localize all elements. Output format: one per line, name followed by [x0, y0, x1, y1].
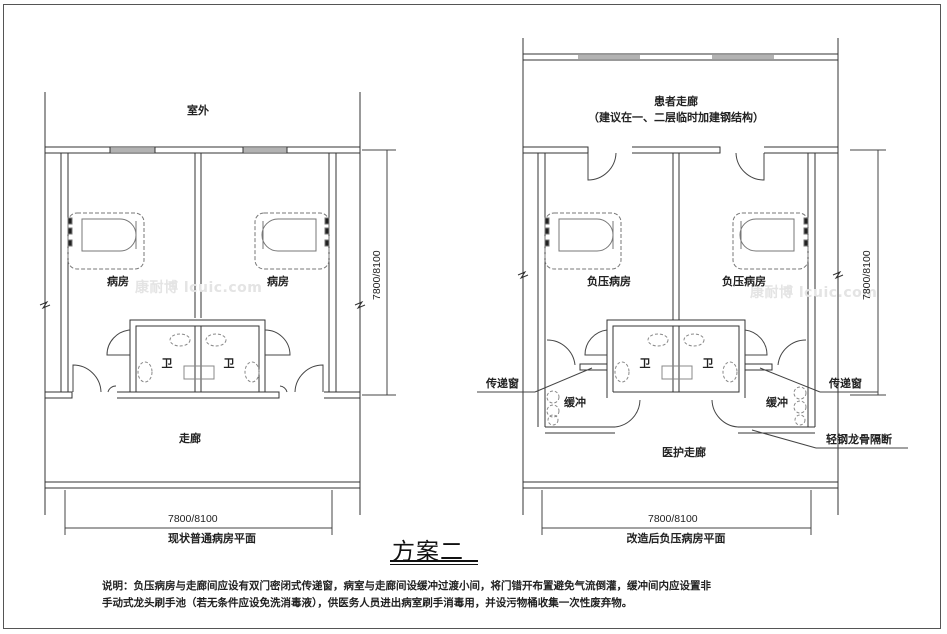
label-patient-corridor-note: （建议在一、二层临时加建钢结构） — [588, 111, 764, 124]
caption-right-plan: 改造后负压病房平面 — [626, 532, 726, 545]
label-bath-left-new: 卫 — [639, 357, 651, 370]
label-buffer-left: 缓冲 — [564, 396, 586, 409]
label-neg-ward-left: 负压病房 — [587, 275, 631, 288]
left-plan-beds — [67, 212, 330, 270]
right-plan-doors — [546, 152, 807, 428]
label-buffer-right: 缓冲 — [766, 396, 788, 409]
label-patient-corridor: 患者走廊 — [654, 95, 698, 108]
watermark-right: 康耐博 lcuic.com — [750, 285, 878, 301]
description-note: 说明：负压病房与走廊间应设有双门密闭式传递窗，病室与走廊间设缓冲过渡小间，将门错… — [102, 578, 882, 612]
right-plan-leaders — [477, 367, 908, 449]
label-bath-left: 卫 — [161, 357, 173, 370]
label-outside: 室外 — [187, 104, 209, 117]
label-partition: 轻钢龙骨隔断 — [826, 433, 892, 446]
dim-horizontal-right: 7800/8100 — [648, 513, 698, 525]
title-underline-2 — [390, 564, 478, 565]
label-ward-right: 病房 — [267, 275, 289, 288]
left-plan-walls — [39, 92, 366, 515]
dim-vertical-left: 7800/8100 — [371, 250, 383, 300]
label-neg-ward-right: 负压病房 — [722, 275, 766, 288]
note-line-1: 说明：负压病房与走廊间应设有双门密闭式传递窗，病室与走廊间设缓冲过渡小间，将门错… — [102, 580, 711, 592]
note-line-2: 手动式龙头刷手池（若无条件应设免洗消毒液），供医务人员进出病室刷手消毒用，并设污… — [102, 597, 633, 609]
label-pass-window-right: 传递窗 — [829, 377, 862, 390]
dim-vertical-right: 7800/8100 — [861, 250, 873, 300]
label-medical-corridor: 医护走廊 — [662, 446, 706, 459]
left-plan-doors — [72, 329, 324, 393]
title-underline — [390, 560, 478, 562]
right-plan-dimensions — [541, 149, 886, 535]
left-plan-fixtures — [137, 333, 260, 383]
dim-horizontal-left: 7800/8100 — [168, 513, 218, 525]
left-plan-dimensions — [64, 149, 396, 535]
label-ward-left: 病房 — [107, 275, 129, 288]
caption-left-plan: 现状普通病房平面 — [168, 532, 256, 545]
label-bath-right-new: 卫 — [702, 357, 714, 370]
label-pass-window-left: 传递窗 — [486, 377, 519, 390]
label-corridor: 走廊 — [179, 432, 201, 445]
right-plan-fixtures — [546, 333, 807, 426]
label-bath-right: 卫 — [223, 357, 235, 370]
watermark-left: 康耐博 lcuic.com — [135, 280, 263, 296]
drawing-frame — [3, 4, 941, 629]
right-plan-beds — [544, 212, 809, 270]
right-plan-walls — [517, 38, 844, 515]
